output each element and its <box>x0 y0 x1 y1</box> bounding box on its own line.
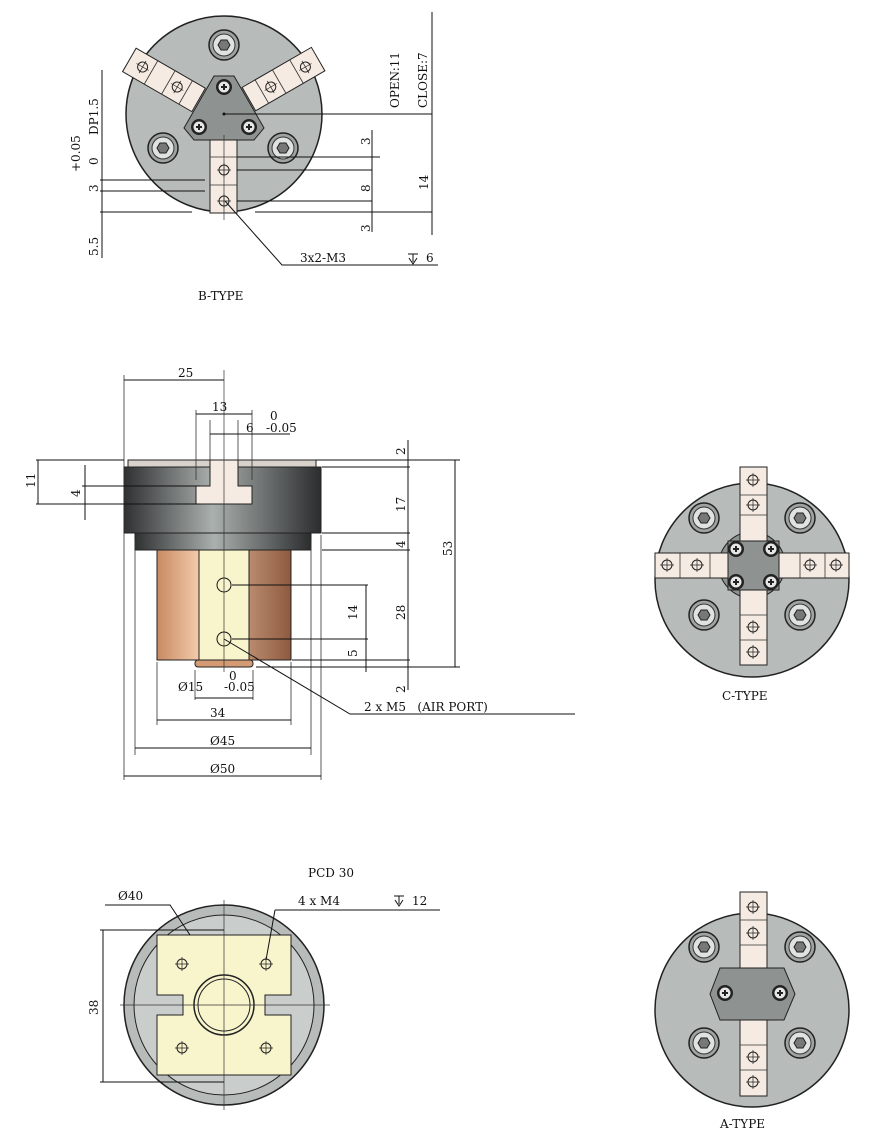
b-dim-3-left: 3 <box>87 184 101 192</box>
pcd-label: PCD 30 <box>308 866 354 880</box>
dim-53: 53 <box>441 541 455 556</box>
dim-4-left: 4 <box>69 489 83 497</box>
tol-6-minus: -0.05 <box>266 421 297 435</box>
tol-15-zero: 0 <box>229 669 237 683</box>
b-open-label: OPEN:11 <box>388 52 402 108</box>
b-dim-3b: 3 <box>359 224 373 232</box>
dim-6: 6 <box>246 421 254 435</box>
dim-14: 14 <box>346 604 360 620</box>
dim-38: 38 <box>87 1000 101 1015</box>
side-view: 25 13 6 0 -0.05 11 4 2 17 4 53 14 28 5 2… <box>24 366 575 780</box>
b-dim-8: 8 <box>359 184 373 192</box>
b-thread-label: 3x2-M3 <box>300 251 346 265</box>
dim-34: 34 <box>210 706 226 720</box>
a-type-title: A-TYPE <box>719 1117 765 1131</box>
air-port-label: 2 x M5 (AIR PORT) <box>364 700 488 714</box>
b-dp-label: DP1.5 <box>87 98 101 135</box>
b-dim-5-5: 5.5 <box>87 237 101 256</box>
dim-28: 28 <box>394 605 408 620</box>
depth-icon <box>408 253 418 265</box>
dim-13: 13 <box>212 400 227 414</box>
dia-45: Ø45 <box>210 734 235 748</box>
b-type-view: OPEN:11 CLOSE:7 3 8 3 14 +0.05 0 DP1.5 3… <box>69 12 438 303</box>
dim-25: 25 <box>178 366 193 380</box>
b-depth: 6 <box>426 251 434 265</box>
dia-40: Ø40 <box>118 889 143 903</box>
dim-5: 5 <box>346 649 360 657</box>
dia-50: Ø50 <box>210 762 235 776</box>
dim-2-top: 2 <box>394 447 408 455</box>
b-close-label: CLOSE:7 <box>416 52 430 108</box>
dim-17: 17 <box>394 497 408 512</box>
b-tol-plus: +0.05 <box>69 135 83 172</box>
m4-depth: 12 <box>412 894 427 908</box>
tol-6-zero: 0 <box>270 409 278 423</box>
tol-15-minus: -0.05 <box>224 680 255 694</box>
b-dim-14: 14 <box>417 174 431 190</box>
m4-thread-label: 4 x M4 <box>298 894 340 908</box>
depth-icon <box>394 895 404 907</box>
b-dim-3a: 3 <box>359 137 373 145</box>
b-tol-zero: 0 <box>87 157 101 165</box>
dim-2-bottom: 2 <box>394 685 408 693</box>
a-type-view: A-TYPE <box>654 891 850 1131</box>
c-type-title: C-TYPE <box>722 689 768 703</box>
dim-11: 11 <box>24 473 38 488</box>
dia-15: Ø15 <box>178 680 203 694</box>
b-type-title: B-TYPE <box>198 289 243 303</box>
dim-4-right: 4 <box>394 540 408 548</box>
c-type-view: C-TYPE <box>654 466 850 703</box>
bottom-view: PCD 30 Ø40 4 x M4 12 38 <box>87 866 440 1110</box>
